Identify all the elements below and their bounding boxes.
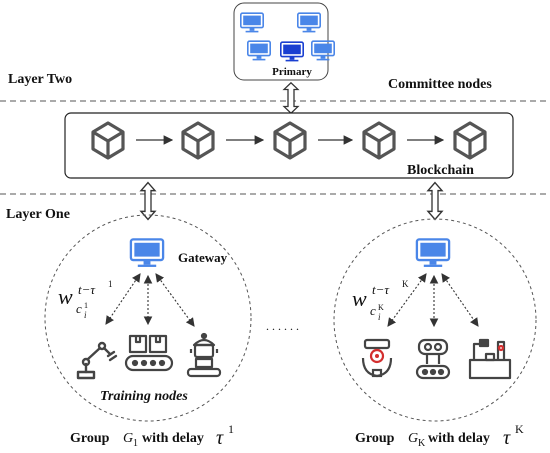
training-nodes-label: Training nodes xyxy=(100,389,188,404)
gatewayK-node-link xyxy=(441,273,479,327)
svg-text:w: w xyxy=(352,286,367,311)
svg-text:τ: τ xyxy=(503,427,511,449)
layer-one-label: Layer One xyxy=(6,207,70,222)
blockchain-label: Blockchain xyxy=(407,163,474,178)
gatewayK-node-link xyxy=(387,273,427,327)
svg-text:G: G xyxy=(123,431,133,446)
svg-text:τ: τ xyxy=(216,427,224,449)
svg-text:t−τ: t−τ xyxy=(78,282,96,297)
svg-text:1: 1 xyxy=(228,422,234,436)
robot-icon xyxy=(186,332,222,378)
svg-text:K: K xyxy=(378,303,384,312)
svg-text:i: i xyxy=(378,312,381,322)
primary-label: Primary xyxy=(272,66,312,78)
gateway-node-link xyxy=(155,273,195,327)
committee-blockchain-link xyxy=(283,82,299,114)
blockchain-groupK-link xyxy=(427,181,443,221)
gatewayK-monitor-icon xyxy=(415,238,451,269)
machine-arm-icon xyxy=(468,338,512,380)
layer-two-label: Layer Two xyxy=(8,72,72,87)
svg-text:t−τ: t−τ xyxy=(372,282,390,297)
group-ellipsis: . . . . . . xyxy=(266,319,299,333)
group1-weight: w t−τ 1 c i 1 xyxy=(58,279,113,320)
svg-text:w: w xyxy=(58,284,73,309)
robot-arm-icon xyxy=(76,341,118,380)
svg-text:Group: Group xyxy=(355,431,395,446)
svg-text:K: K xyxy=(515,422,524,436)
gateway-monitor-icon xyxy=(129,238,165,269)
svg-text:i: i xyxy=(84,310,87,320)
groupK-caption: Group G K with delay τ K xyxy=(355,422,524,449)
svg-text:1: 1 xyxy=(84,301,88,310)
svg-text:Group: Group xyxy=(70,431,110,446)
svg-text:c: c xyxy=(370,303,376,318)
primary-monitor-icon xyxy=(279,41,305,62)
svg-text:1: 1 xyxy=(108,279,113,289)
committee-nodes-label: Committee nodes xyxy=(388,77,492,92)
svg-text:with delay: with delay xyxy=(428,431,490,446)
groupK-circle xyxy=(333,218,537,422)
svg-text:1: 1 xyxy=(133,438,138,449)
scanner-robot-icon xyxy=(361,338,393,378)
conveyor-boxes-icon xyxy=(124,334,174,372)
svg-text:c: c xyxy=(76,301,82,316)
gateway-label: Gateway xyxy=(178,250,228,265)
svg-text:with delay: with delay xyxy=(142,431,204,446)
blockchain-group1-link xyxy=(140,181,156,221)
tracked-robot-icon xyxy=(415,338,451,380)
group1-caption: Group G 1 with delay τ 1 xyxy=(70,422,234,449)
groupK-weight: w t−τ K c i K xyxy=(352,279,409,322)
group1-circle xyxy=(44,214,252,422)
svg-text:G: G xyxy=(408,431,418,446)
svg-text:K: K xyxy=(418,438,426,449)
svg-text:K: K xyxy=(402,279,409,289)
